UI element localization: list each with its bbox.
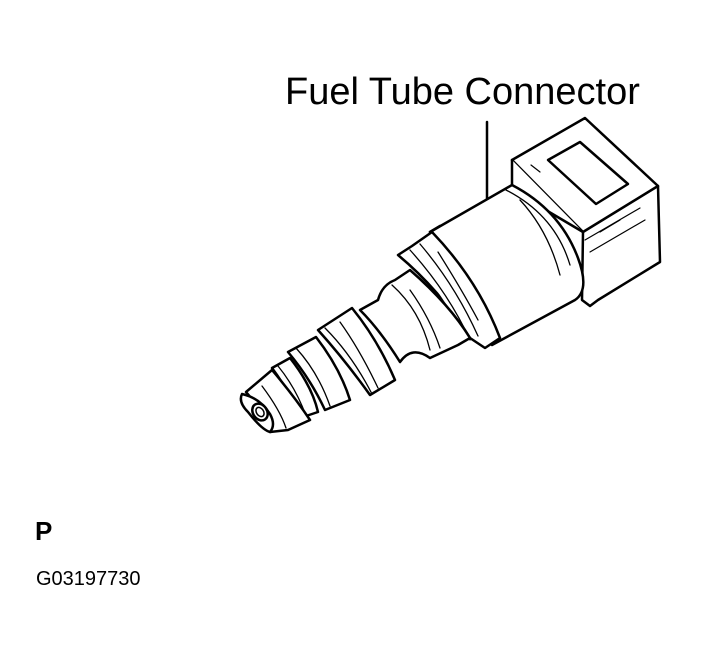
hose-barbs	[244, 306, 397, 434]
figure-code-letter: P	[35, 516, 53, 546]
connector-stem	[358, 268, 472, 364]
fuel-tube-connector-label: Fuel Tube Connector	[285, 71, 640, 113]
figure-id: G03197730	[36, 568, 141, 590]
connector-flange	[396, 230, 502, 350]
hose-tip	[239, 392, 275, 434]
connector-housing	[510, 116, 662, 308]
